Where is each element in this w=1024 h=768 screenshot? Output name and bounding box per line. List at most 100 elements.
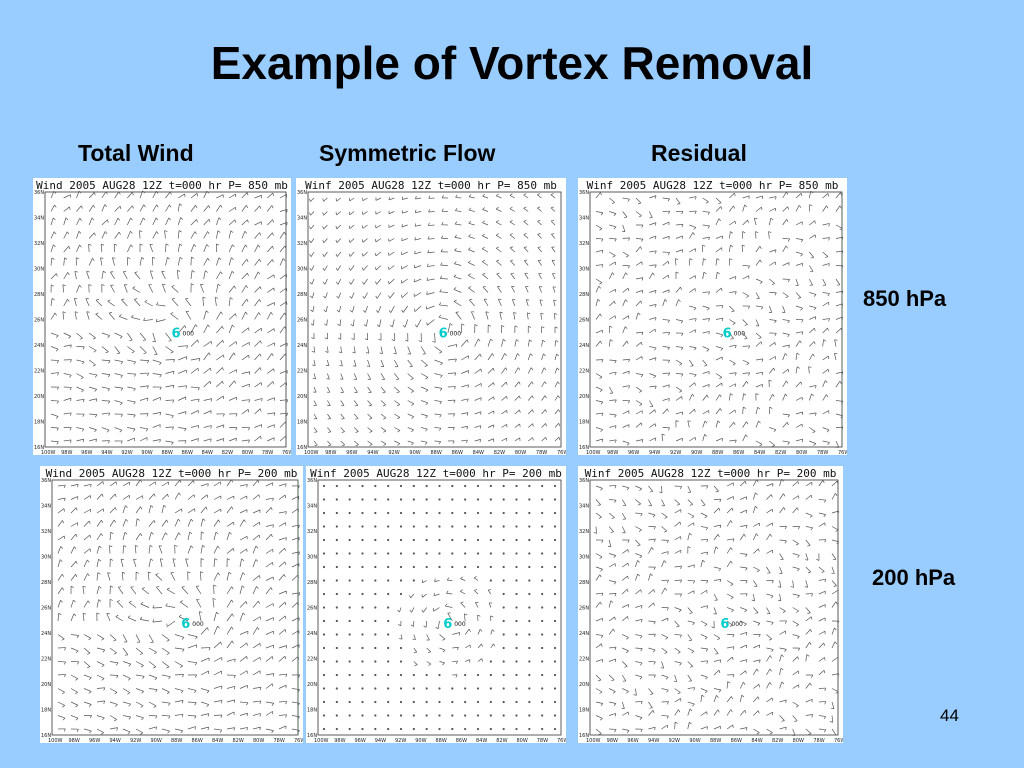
y-tick-label: 26N <box>41 606 51 612</box>
x-tick-label: 86W <box>452 450 463 455</box>
x-tick-label: 78W <box>274 738 285 743</box>
y-tick-label: 26N <box>579 318 589 324</box>
x-tick-label: 84W <box>473 450 484 455</box>
wind-barbs <box>57 479 301 735</box>
wind-barbs <box>322 484 557 731</box>
wind-barbs <box>309 193 561 447</box>
y-tick-label: 16N <box>297 445 307 451</box>
y-tick-label: 22N <box>41 657 51 663</box>
hurricane-icon: 6 <box>723 326 732 341</box>
x-tick-label: 90W <box>415 738 426 743</box>
wind-barbs <box>50 190 289 445</box>
x-tick-label: 98W <box>607 738 618 743</box>
y-tick-label: 26N <box>579 606 589 612</box>
x-tick-label: 100W <box>314 738 329 743</box>
x-tick-label: 100W <box>304 450 319 455</box>
wind-barbs <box>595 190 844 448</box>
y-tick-label: 20N <box>41 682 51 688</box>
y-tick-label: 32N <box>579 241 589 247</box>
y-tick-label: 34N <box>41 504 51 510</box>
panel-title: Winf 2005 AUG28 12Z t=000 hr P= 850 mb <box>586 179 839 192</box>
storm-time-label: 000 <box>192 621 204 628</box>
y-tick-label: 26N <box>307 606 317 612</box>
x-tick-label: 90W <box>689 738 700 743</box>
x-tick-label: 92W <box>670 450 681 455</box>
y-tick-label: 36N <box>579 478 589 484</box>
x-tick-label: 76W <box>294 738 303 743</box>
panel-title: Winf 2005 AUG28 12Z t=000 hr P= 200 mb <box>310 467 562 480</box>
x-tick-label: 80W <box>796 450 807 455</box>
x-tick-label: 86W <box>456 738 467 743</box>
y-tick-label: 36N <box>297 190 307 196</box>
x-tick-label: 82W <box>222 450 233 455</box>
x-tick-label: 82W <box>772 738 783 743</box>
hurricane-icon: 6 <box>720 617 729 632</box>
x-tick-label: 76W <box>557 450 566 455</box>
y-tick-label: 30N <box>34 267 44 273</box>
y-tick-label: 30N <box>579 555 589 561</box>
x-tick-label: 94W <box>101 450 112 455</box>
y-tick-label: 18N <box>34 420 44 426</box>
x-tick-label: 88W <box>162 450 173 455</box>
x-tick-label: 80W <box>515 450 526 455</box>
x-tick-label: 98W <box>325 450 336 455</box>
y-tick-label: 34N <box>579 504 589 510</box>
x-tick-label: 78W <box>817 450 828 455</box>
x-tick-label: 82W <box>496 738 507 743</box>
y-tick-label: 18N <box>307 708 317 714</box>
x-tick-label: 100W <box>41 450 56 455</box>
x-tick-label: 80W <box>253 738 264 743</box>
x-tick-label: 98W <box>69 738 80 743</box>
y-tick-label: 32N <box>41 529 51 535</box>
y-tick-label: 36N <box>34 190 44 196</box>
x-tick-label: 92W <box>388 450 399 455</box>
x-tick-label: 80W <box>242 450 253 455</box>
x-tick-label: 78W <box>536 450 547 455</box>
wind-barbs <box>593 479 840 736</box>
storm-time-label: 000 <box>450 330 462 337</box>
y-tick-label: 24N <box>34 343 44 349</box>
x-tick-label: 88W <box>171 738 182 743</box>
x-tick-label: 98W <box>61 450 72 455</box>
y-tick-label: 28N <box>34 292 44 298</box>
x-tick-label: 86W <box>192 738 203 743</box>
x-tick-label: 84W <box>212 738 223 743</box>
x-tick-label: 100W <box>586 450 601 455</box>
y-tick-label: 16N <box>34 445 44 451</box>
x-tick-label: 78W <box>262 450 273 455</box>
x-tick-label: 82W <box>494 450 505 455</box>
x-tick-label: 94W <box>375 738 386 743</box>
y-tick-label: 22N <box>307 657 317 663</box>
y-tick-label: 18N <box>297 420 307 426</box>
x-tick-label: 76W <box>282 450 291 455</box>
y-tick-label: 20N <box>307 682 317 688</box>
panel-title: Wind 2005 AUG28 12Z t=000 hr P= 850 mb <box>36 179 288 192</box>
slide-title: Example of Vortex Removal <box>210 37 814 89</box>
y-tick-label: 34N <box>34 216 44 222</box>
y-tick-label: 16N <box>579 445 589 451</box>
y-tick-label: 22N <box>579 369 589 375</box>
y-tick-label: 16N <box>579 733 589 739</box>
y-tick-label: 16N <box>307 733 317 739</box>
x-tick-label: 78W <box>537 738 548 743</box>
y-tick-label: 22N <box>297 369 307 375</box>
y-tick-label: 20N <box>579 682 589 688</box>
y-tick-label: 30N <box>297 267 307 273</box>
x-tick-label: 98W <box>334 738 345 743</box>
y-tick-label: 24N <box>579 631 589 637</box>
y-tick-label: 18N <box>579 420 589 426</box>
y-tick-label: 28N <box>579 292 589 298</box>
y-tick-label: 36N <box>41 478 51 484</box>
x-tick-label: 82W <box>775 450 786 455</box>
y-tick-label: 28N <box>41 580 51 586</box>
x-tick-label: 84W <box>476 738 487 743</box>
y-tick-label: 22N <box>579 657 589 663</box>
column-label-residual: Residual <box>651 140 747 166</box>
